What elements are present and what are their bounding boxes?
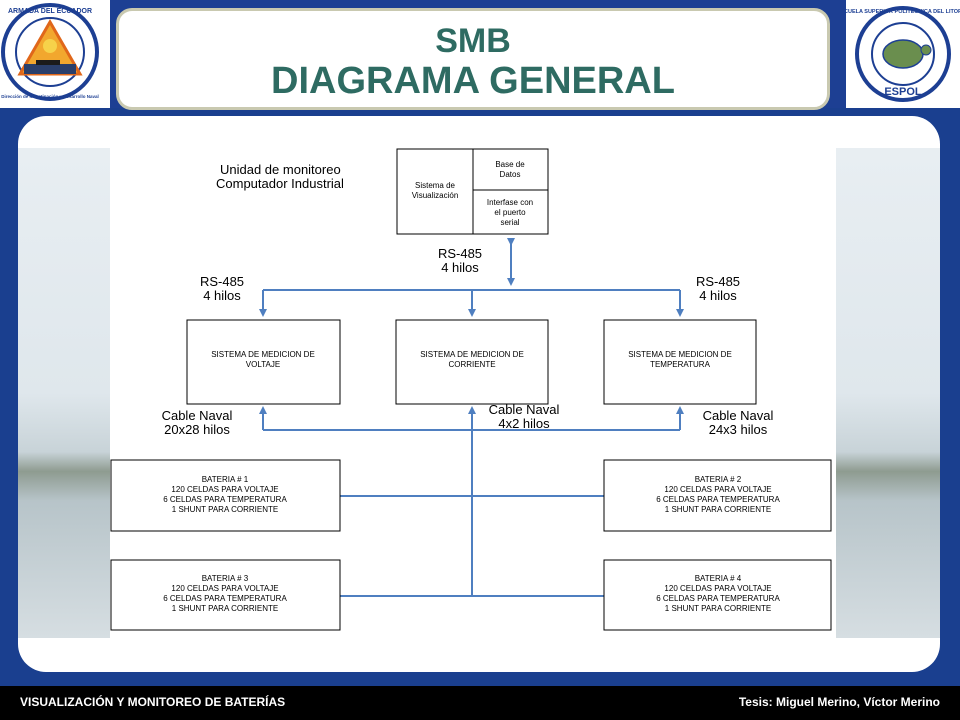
footer-right-text: Tesis: Miguel Merino, Víctor Merino [738, 695, 940, 709]
battery-2-voltage: 120 CELDAS PARA VOLTAJE [664, 485, 771, 494]
visualization-label-2: Visualización [412, 191, 459, 200]
armada-logo: ARMADA DEL ECUADOR Dirección de Investig… [0, 0, 110, 108]
page-title: SMB [435, 22, 511, 60]
battery-3-shunt: 1 SHUNT PARA CORRIENTE [172, 604, 278, 613]
monitor-computer-label: Computador Industrial [216, 176, 344, 191]
battery-3-voltage: 120 CELDAS PARA VOLTAJE [171, 584, 278, 593]
cable-right-wires: 24x3 hilos [709, 422, 768, 437]
battery-2-name: BATERIA # 2 [695, 475, 742, 484]
battery-1-temp: 6 CELDAS PARA TEMPERATURA [163, 495, 287, 504]
system-diagram: Unidad de monitoreo Computador Industria… [110, 142, 836, 638]
interface-label-3: serial [500, 218, 519, 227]
monitor-unit-label: Unidad de monitoreo [220, 162, 341, 177]
svg-text:ESPOL: ESPOL [884, 86, 922, 98]
svg-text:Dirección de Investigación y D: Dirección de Investigación y Desarrollo … [1, 94, 99, 99]
battery-3-name: BATERIA # 3 [202, 574, 249, 583]
database-label: Base de [495, 160, 525, 169]
battery-1-voltage: 120 CELDAS PARA VOLTAJE [171, 485, 278, 494]
armada-seal-icon: ARMADA DEL ECUADOR Dirección de Investig… [1, 3, 99, 101]
voltage-system-label-2: VOLTAJE [246, 360, 280, 369]
footer-bar: VISUALIZACIÓN Y MONITOREO DE BATERÍAS Te… [0, 686, 960, 720]
cable-left-wires: 20x28 hilos [164, 422, 230, 437]
voltage-system-box [186, 319, 341, 405]
rs485-center-label: RS-485 [438, 246, 482, 261]
page-subtitle: DIAGRAMA GENERAL [271, 60, 675, 102]
battery-1-box [110, 459, 341, 532]
voltage-system-label: SISTEMA DE MEDICION DE [211, 350, 315, 359]
current-system-label-2: CORRIENTE [448, 360, 495, 369]
espol-logo: ESCUELA SUPERIOR POLITECNICA DEL LITORAL… [837, 0, 960, 108]
temperature-system-box [603, 319, 757, 405]
database-label-2: Datos [500, 170, 521, 179]
footer-left-text: VISUALIZACIÓN Y MONITOREO DE BATERÍAS [20, 695, 286, 709]
title-box: SMB DIAGRAMA GENERAL [116, 8, 830, 110]
battery-4-box [603, 559, 832, 631]
visualization-label: Sistema de [415, 181, 456, 190]
rs485-left-wires: 4 hilos [203, 288, 241, 303]
rs485-right-label: RS-485 [696, 274, 740, 289]
interface-label-2: el puerto [494, 208, 526, 217]
rs485-right-wires: 4 hilos [699, 288, 737, 303]
cable-center-wires: 4x2 hilos [498, 416, 550, 431]
rs485-center-wires: 4 hilos [441, 260, 479, 275]
interface-label: Interfase con [487, 198, 533, 207]
battery-3-temp: 6 CELDAS PARA TEMPERATURA [163, 594, 287, 603]
espol-seal-icon: ESCUELA SUPERIOR POLITECNICA DEL LITORAL… [837, 6, 960, 102]
battery-4-shunt: 1 SHUNT PARA CORRIENTE [665, 604, 771, 613]
battery-4-voltage: 120 CELDAS PARA VOLTAJE [664, 584, 771, 593]
cable-left-label: Cable Naval [162, 408, 233, 423]
battery-2-temp: 6 CELDAS PARA TEMPERATURA [656, 495, 780, 504]
svg-text:ARMADA DEL ECUADOR: ARMADA DEL ECUADOR [8, 8, 92, 15]
battery-1-shunt: 1 SHUNT PARA CORRIENTE [172, 505, 278, 514]
temperature-system-label-2: TEMPERATURA [650, 360, 711, 369]
battery-1-name: BATERIA # 1 [202, 475, 249, 484]
battery-4-name: BATERIA # 4 [695, 574, 742, 583]
cable-center-label: Cable Naval [489, 402, 560, 417]
battery-2-box [603, 459, 832, 532]
temperature-system-label: SISTEMA DE MEDICION DE [628, 350, 732, 359]
cable-right-label: Cable Naval [703, 408, 774, 423]
current-system-box [395, 319, 549, 405]
rs485-left-label: RS-485 [200, 274, 244, 289]
svg-text:ESCUELA SUPERIOR POLITECNICA D: ESCUELA SUPERIOR POLITECNICA DEL LITORAL [846, 9, 960, 15]
battery-2-shunt: 1 SHUNT PARA CORRIENTE [665, 505, 771, 514]
battery-4-temp: 6 CELDAS PARA TEMPERATURA [656, 594, 780, 603]
current-system-label: SISTEMA DE MEDICION DE [420, 350, 524, 359]
battery-3-box [110, 559, 341, 631]
